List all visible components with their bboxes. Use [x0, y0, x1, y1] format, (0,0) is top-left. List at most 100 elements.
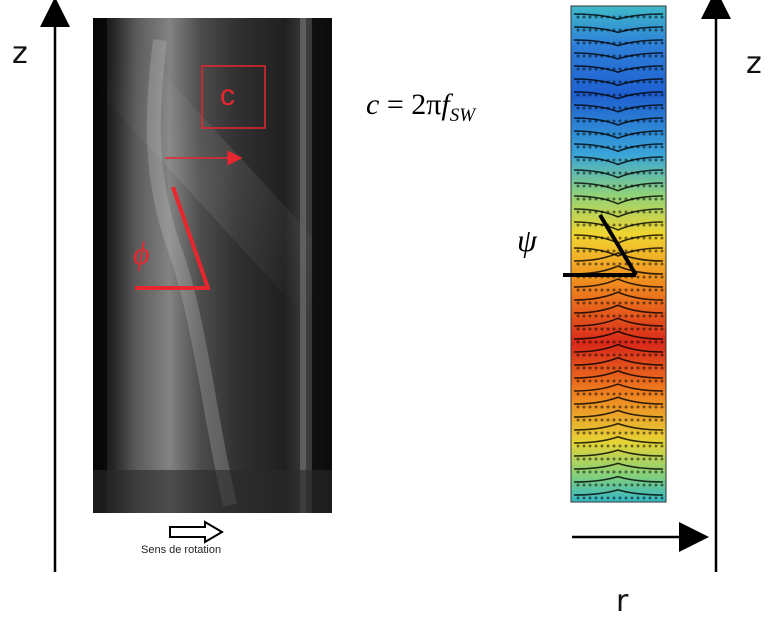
- vector-dot: [648, 197, 652, 201]
- vector-dot: [582, 327, 586, 331]
- vector-dot: [576, 457, 580, 461]
- vector-dot: [636, 132, 640, 136]
- vector-dot: [654, 132, 658, 136]
- vector-dot: [660, 457, 664, 461]
- vector-dot: [612, 132, 616, 136]
- vector-dot: [576, 132, 580, 136]
- vector-dot: [606, 314, 610, 318]
- vector-dot: [624, 28, 628, 32]
- vector-dot: [642, 392, 646, 396]
- vector-dot: [612, 93, 616, 97]
- vector-dot: [648, 470, 652, 474]
- vector-dot: [636, 314, 640, 318]
- vector-dot: [624, 171, 628, 175]
- velocity-vector-row: [573, 489, 664, 496]
- vector-dot: [636, 145, 640, 149]
- velocity-vector-row: [573, 52, 664, 60]
- vector-dot: [612, 366, 616, 370]
- vector-dot: [660, 444, 664, 448]
- vector-dot: [612, 301, 616, 305]
- vector-dot: [612, 496, 616, 500]
- vector-dot: [612, 119, 616, 123]
- vector-dot: [654, 275, 658, 279]
- vector-dot: [618, 41, 622, 45]
- vector-dot: [588, 483, 592, 487]
- phi-slant-line: [171, 186, 210, 289]
- vector-dot: [606, 353, 610, 357]
- vector-dot: [624, 470, 628, 474]
- vector-dot: [594, 28, 598, 32]
- rotation-arrow-icon: [169, 520, 224, 544]
- velocity-vector-row: [573, 462, 664, 470]
- vector-dot: [624, 41, 628, 45]
- vector-dot: [660, 67, 664, 71]
- vector-dot: [600, 418, 604, 422]
- vector-dot: [612, 210, 616, 214]
- vector-dot: [612, 197, 616, 201]
- vector-dot: [654, 158, 658, 162]
- vector-dot: [642, 93, 646, 97]
- vector-dot: [612, 418, 616, 422]
- vector-dot: [618, 483, 622, 487]
- vector-dot: [630, 379, 634, 383]
- vector-dot: [660, 431, 664, 435]
- vector-dot: [588, 93, 592, 97]
- vector-dot: [654, 119, 658, 123]
- velocity-vector-row: [573, 370, 664, 379]
- vector-dot: [582, 314, 586, 318]
- vector-dot: [654, 470, 658, 474]
- velocity-vector-row: [573, 252, 664, 262]
- vector-dot: [618, 288, 622, 292]
- vector-dot: [588, 288, 592, 292]
- vector-dot: [624, 67, 628, 71]
- vector-dot: [594, 457, 598, 461]
- vector-dot: [654, 444, 658, 448]
- vector-dot: [642, 275, 646, 279]
- vector-dot: [660, 28, 664, 32]
- vector-dot: [612, 145, 616, 149]
- vector-dot: [576, 327, 580, 331]
- vector-dot: [588, 210, 592, 214]
- vector-dot: [606, 197, 610, 201]
- vector-dot: [606, 301, 610, 305]
- vector-dot: [594, 249, 598, 253]
- vector-dot: [618, 392, 622, 396]
- vector-dot: [618, 444, 622, 448]
- vector-dot: [660, 392, 664, 396]
- velocity-vector-row: [573, 221, 664, 231]
- velocity-vector-row: [573, 343, 664, 353]
- vector-dot: [606, 67, 610, 71]
- vector-dot: [600, 119, 604, 123]
- vector-dot: [576, 340, 580, 344]
- vector-dot: [642, 210, 646, 214]
- vector-dot: [582, 197, 586, 201]
- velocity-vector-row: [573, 65, 664, 73]
- velocity-vector-row: [573, 449, 664, 457]
- vector-dot: [648, 223, 652, 227]
- vector-dot: [642, 483, 646, 487]
- vector-dot: [642, 327, 646, 331]
- vector-dot: [594, 392, 598, 396]
- vector-dot: [576, 145, 580, 149]
- vector-dot: [612, 15, 616, 19]
- vector-dot: [618, 379, 622, 383]
- vector-dot: [642, 15, 646, 19]
- vector-dot: [606, 392, 610, 396]
- vector-dot: [636, 418, 640, 422]
- velocity-vector-row: [573, 383, 664, 392]
- vector-dot: [624, 392, 628, 396]
- vector-dot: [642, 496, 646, 500]
- psi-angle-label: ψ: [517, 222, 537, 258]
- vector-dot: [594, 236, 598, 240]
- vector-dot: [636, 236, 640, 240]
- vector-dot: [636, 496, 640, 500]
- vector-dot: [630, 353, 634, 357]
- vector-dot: [654, 223, 658, 227]
- vector-dot: [582, 353, 586, 357]
- vector-dot: [660, 54, 664, 58]
- vector-dot: [594, 145, 598, 149]
- vector-dot: [594, 132, 598, 136]
- vector-dot: [630, 405, 634, 409]
- vector-dot: [636, 54, 640, 58]
- vector-dot: [636, 15, 640, 19]
